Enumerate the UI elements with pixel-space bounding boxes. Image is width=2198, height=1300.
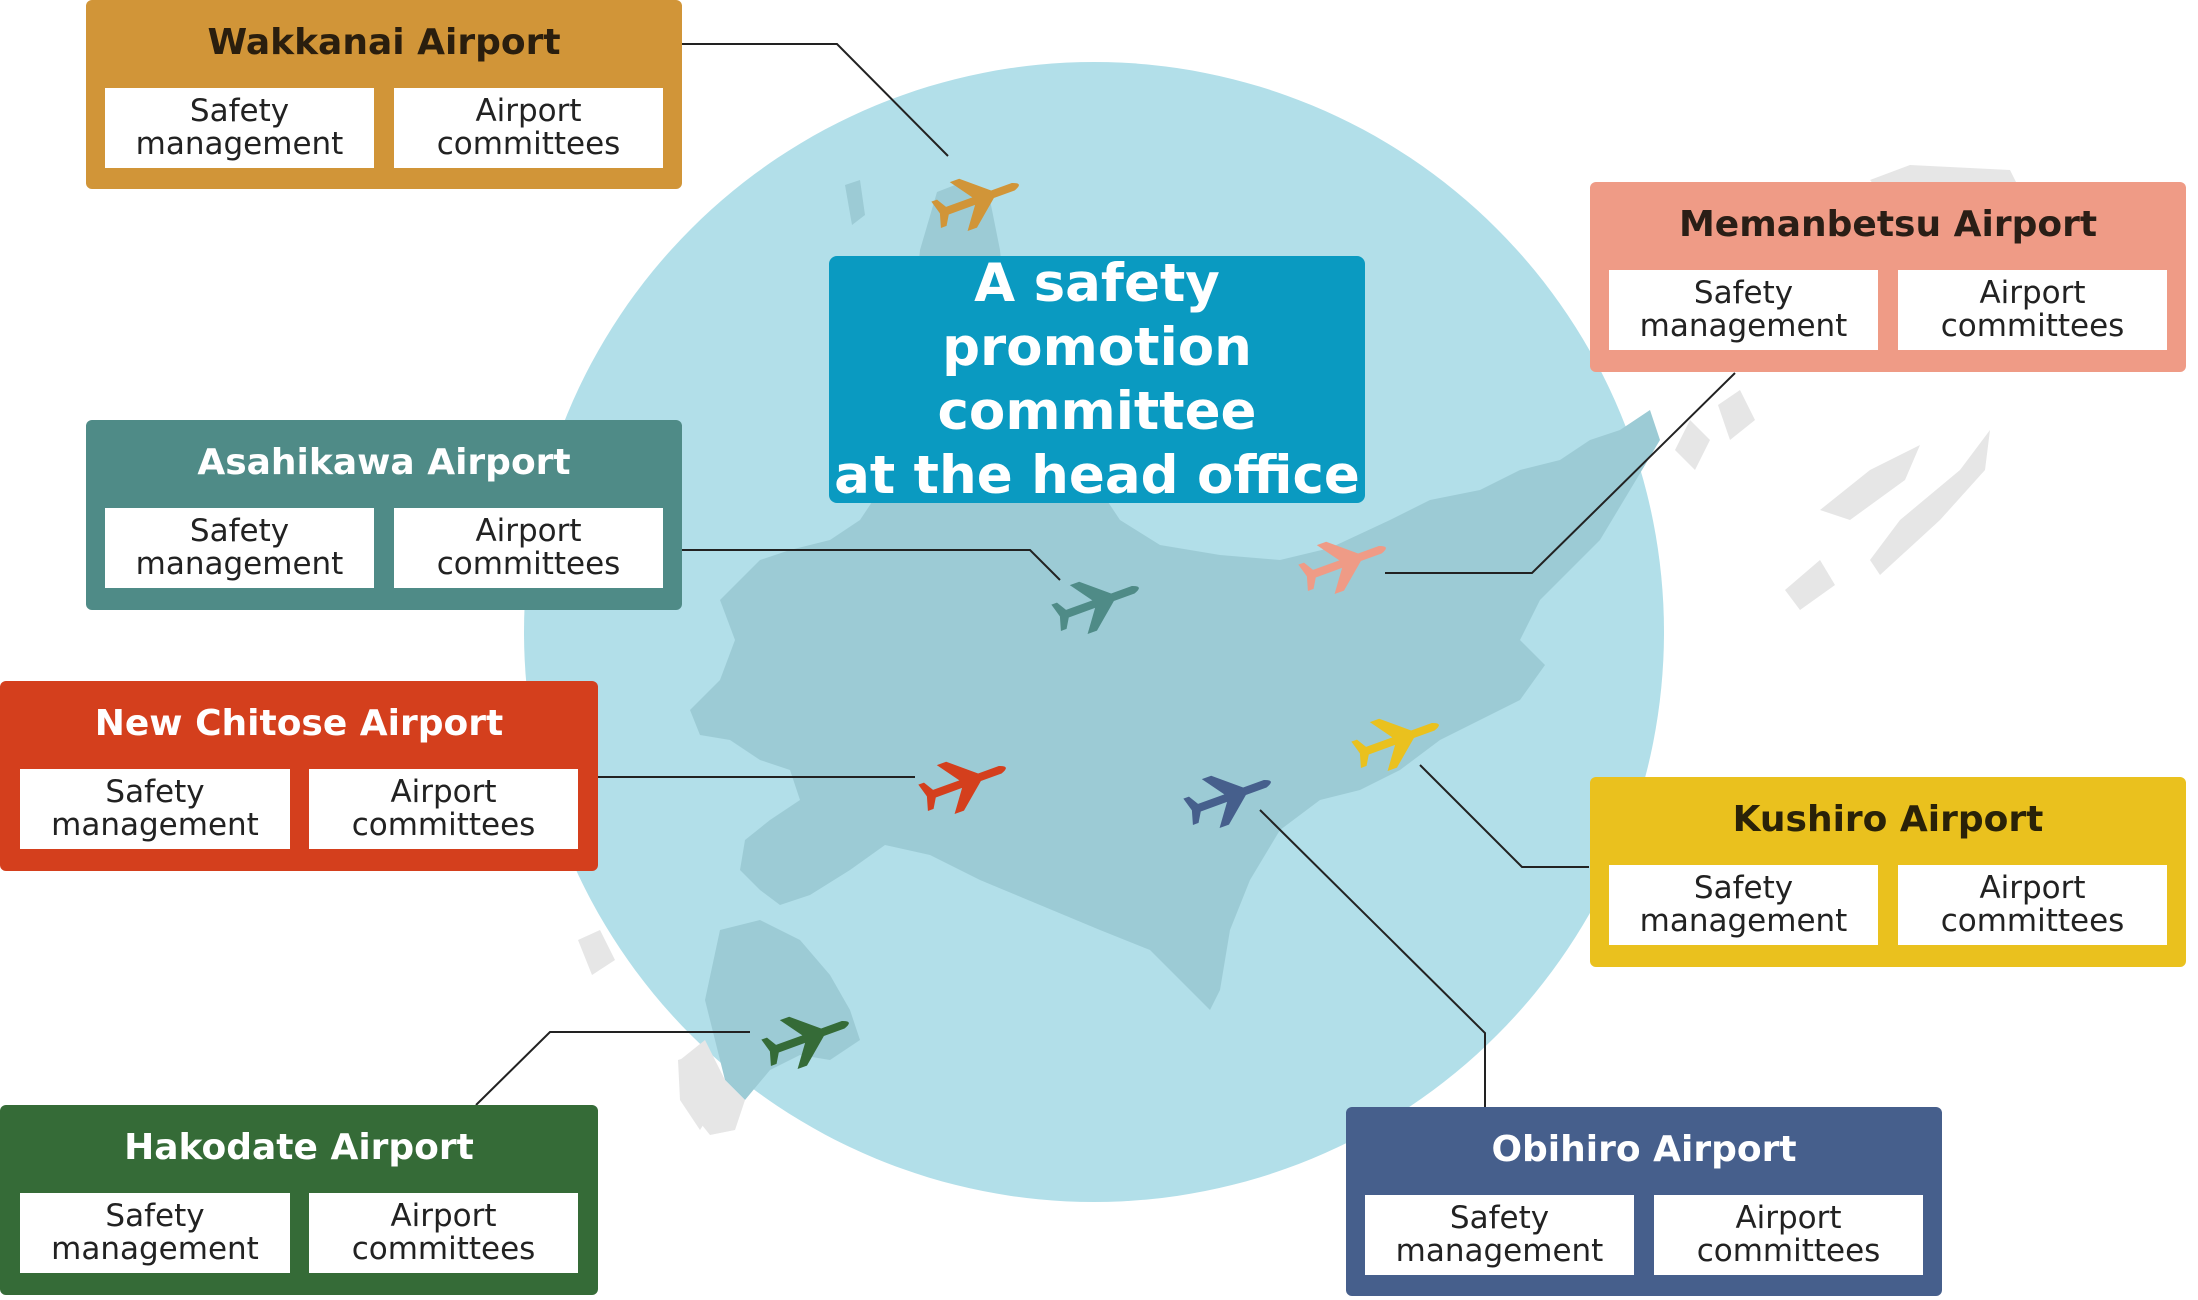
chip-label-line-1: Airport (475, 93, 582, 129)
chip-label-line-1: Safety (189, 513, 290, 549)
safety-management-chip: Safety management (1365, 1195, 1634, 1275)
airport-box-kushiro: Kushiro Airport Safety management Airpor… (1590, 777, 2186, 967)
airport-name: Hakodate Airport (124, 1127, 474, 1168)
chip-label-line-2: committees (351, 807, 536, 843)
airport-committees-chip: Airport committees (394, 508, 663, 588)
chip-label-line-2: management (1639, 903, 1848, 939)
airport-box-memanbetsu: Memanbetsu Airport Safety management Air… (1590, 182, 2186, 372)
connector-kushiro (1419, 764, 1589, 868)
airport-committees-chip: Airport committees (394, 88, 663, 168)
chip-label-line-2: management (51, 807, 259, 843)
airport-name: Memanbetsu Airport (1678, 204, 2098, 245)
airport-box-obihiro: Obihiro Airport Safety management Airpor… (1346, 1107, 1942, 1296)
airport-committees-chip: Airport committees (309, 1193, 578, 1273)
chip-label-line-2: management (135, 126, 344, 162)
safety-management-chip: Safety management (1609, 270, 1878, 350)
chip-label-line-1: Airport (1735, 1200, 1842, 1236)
chip-label-line-1: Safety (1449, 1200, 1550, 1236)
airport-box-asahikawa: Asahikawa Airport Safety management Airp… (86, 420, 682, 610)
chip-label-line-2: committees (351, 1231, 536, 1267)
connector-memanbetsu (1385, 372, 1736, 574)
connector-asahikawa (682, 549, 1061, 581)
head-office-title-line-2: committee (937, 380, 1257, 442)
chip-label-line-1: Airport (390, 774, 497, 810)
chip-label-line-2: committees (1696, 1233, 1881, 1269)
head-office-committee-box: A safety promotion committee at the head… (829, 253, 1365, 506)
chip-label-line-1: Airport (475, 513, 582, 549)
head-office-title-line-1: A safety promotion (942, 252, 1252, 378)
chip-label-line-1: Safety (189, 93, 290, 129)
safety-management-chip: Safety management (105, 88, 374, 168)
chip-label-line-2: committees (436, 126, 621, 162)
rebun-rishiri-islands (845, 180, 865, 225)
safety-management-chip: Safety management (20, 1193, 290, 1273)
connector-obihiro (1259, 809, 1486, 1107)
chip-label-line-2: management (1639, 308, 1848, 344)
chip-label-line-2: management (135, 546, 344, 582)
oshima-peninsula-outside (680, 1040, 745, 1135)
chip-label-line-1: Airport (1979, 275, 2086, 311)
chip-label-line-2: management (1395, 1233, 1604, 1269)
oshima-peninsula (705, 920, 860, 1100)
airport-box-hakodate: Hakodate Airport Safety management Airpo… (0, 1105, 598, 1295)
airport-committees-chip: Airport committees (1898, 270, 2167, 350)
chip-label-line-1: Airport (390, 1198, 497, 1234)
airport-name: New Chitose Airport (94, 703, 504, 744)
chip-label-line-2: committees (1940, 903, 2125, 939)
airport-box-new-chitose: New Chitose Airport Safety management Ai… (0, 681, 598, 871)
chip-label-line-2: management (51, 1231, 259, 1267)
airport-name: Asahikawa Airport (197, 442, 571, 483)
chip-label-line-1: Airport (1979, 870, 2086, 906)
airport-name: Kushiro Airport (1732, 799, 2044, 840)
safety-management-chip: Safety management (105, 508, 374, 588)
connector-wakkanai (682, 43, 949, 157)
airport-name: Obihiro Airport (1491, 1129, 1797, 1170)
airport-box-wakkanai: Wakkanai Airport Safety management Airpo… (86, 0, 682, 189)
chip-label-line-2: committees (436, 546, 621, 582)
head-office-title-line-3: at the head office (834, 444, 1360, 506)
airport-committees-chip: Airport committees (1654, 1195, 1923, 1275)
airport-committees-chip: Airport committees (1898, 865, 2167, 945)
connector-hakodate (475, 1031, 750, 1106)
airport-committees-chip: Airport committees (309, 769, 578, 849)
chip-label-line-2: committees (1940, 308, 2125, 344)
airport-name: Wakkanai Airport (207, 22, 561, 63)
chip-label-line-1: Safety (105, 774, 205, 810)
chip-label-line-1: Safety (1693, 275, 1794, 311)
safety-management-chip: Safety management (20, 769, 290, 849)
chip-label-line-1: Safety (105, 1198, 205, 1234)
chip-label-line-1: Safety (1693, 870, 1794, 906)
safety-management-chip: Safety management (1609, 865, 1878, 945)
